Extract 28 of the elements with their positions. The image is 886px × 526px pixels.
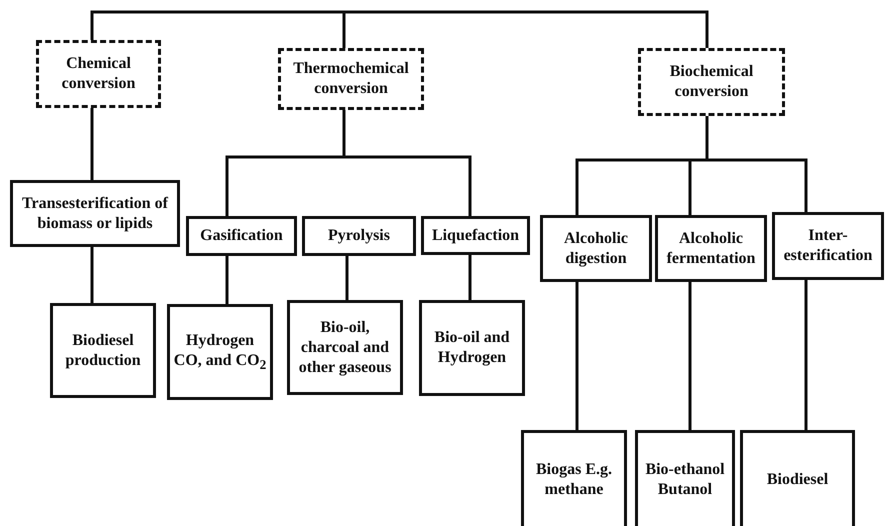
category-box: Thermochemical conversion <box>278 48 424 110</box>
connector-line <box>346 256 348 300</box>
process-box: Gasification <box>186 216 297 256</box>
product-box: Bio-ethanol Butanol <box>635 430 735 526</box>
connector-line <box>342 10 708 48</box>
connector-line <box>226 256 228 304</box>
connector-line <box>342 110 472 216</box>
product-box: Hydrogen CO, and CO$_{2}$ <box>167 304 273 400</box>
connector-line <box>804 280 808 430</box>
process-box: Alcoholic fermentation <box>655 215 767 282</box>
product-box: Biodiesel <box>740 430 855 526</box>
connector-line <box>688 282 692 430</box>
product-box: Bio-oil and Hydrogen <box>419 300 525 396</box>
process-box: Inter-esterification <box>772 212 884 280</box>
connector-line <box>90 247 94 303</box>
process-box: Liquefaction <box>421 216 530 255</box>
connector-line <box>576 282 578 430</box>
connector-line <box>90 108 94 180</box>
category-box: Chemical conversion <box>36 40 161 108</box>
process-box: Pyrolysis <box>302 216 416 256</box>
product-box: Bio-oil, charcoal and other gaseous <box>287 300 403 395</box>
connector-line <box>468 255 472 300</box>
process-box: Alcoholic digestion <box>540 215 652 282</box>
process-box: Transesterification of biomass or lipids <box>10 180 180 247</box>
category-box: Biochemical conversion <box>638 48 785 116</box>
product-box: Biogas E.g. methane <box>521 430 627 526</box>
connector-line <box>706 116 808 212</box>
product-box: Biodiesel production <box>50 303 156 398</box>
